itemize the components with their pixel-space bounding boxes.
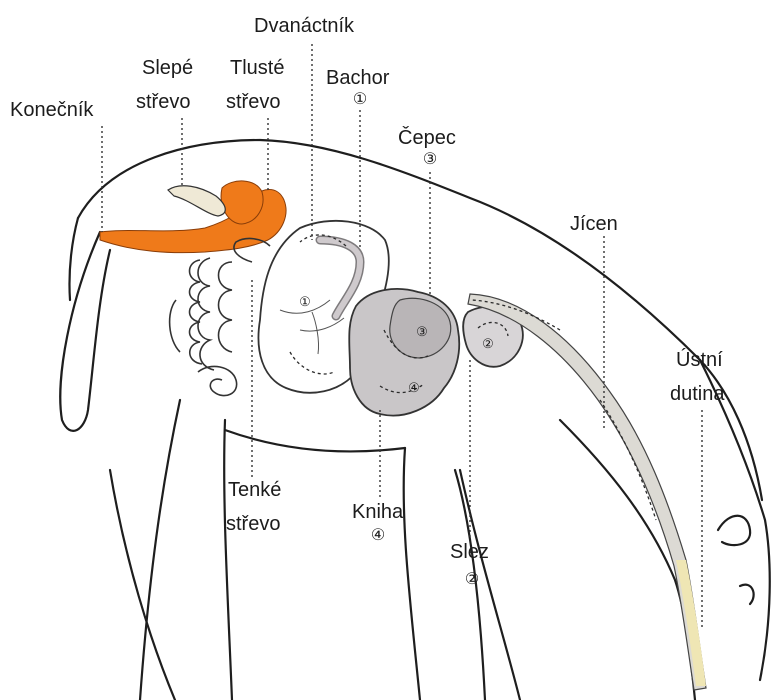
cow-silhouette: [60, 140, 769, 700]
small-intestine-label-line2: střevo: [226, 513, 280, 535]
hind-leg-front: [224, 420, 232, 700]
rumen-label: Bachor: [326, 67, 390, 89]
duodenum-label: Dvanáctník: [254, 15, 355, 37]
omasum-number-marker: ④: [408, 380, 420, 395]
cecum-label-line2: střevo: [136, 91, 190, 113]
omasum-label: Kniha: [352, 501, 404, 523]
rumen-number-marker: ①: [299, 294, 311, 309]
rumen-label-marker: ①: [353, 91, 367, 108]
reticulum-number-marker: ③: [416, 324, 428, 339]
hind-leg-back: [140, 400, 180, 700]
mouth-label-line1: Ústní: [676, 348, 723, 371]
nostril-outline: [740, 585, 754, 604]
esophagus-label: Jícen: [570, 213, 618, 235]
omasum-label-marker: ④: [371, 527, 385, 544]
reticulum-label: Čepec: [398, 126, 456, 149]
cecum-shape: [168, 186, 225, 216]
cecum-label-line1: Slepé: [142, 57, 193, 79]
colon-label-line1: Tlusté: [230, 57, 284, 79]
reticulum-label-marker: ③: [423, 151, 437, 168]
rectum-label: Konečník: [10, 99, 94, 121]
abomasum-label-marker: ②: [465, 571, 479, 588]
head-outline: [700, 360, 770, 680]
small-intestine-coils: [170, 239, 270, 396]
organs: ① ③ ④ ②: [100, 181, 706, 690]
abomasum-number-marker: ②: [482, 336, 494, 351]
small-intestine-label-line1: Tenké: [228, 479, 281, 501]
abomasum-label: Slez: [450, 541, 489, 563]
tail-outline: [60, 232, 110, 431]
mouth-label-line2: dutina: [670, 383, 725, 405]
rump-inner: [69, 218, 78, 300]
front-leg-back: [404, 448, 420, 700]
ear-outline: [718, 516, 750, 545]
colon-label-line2: střevo: [226, 91, 280, 113]
